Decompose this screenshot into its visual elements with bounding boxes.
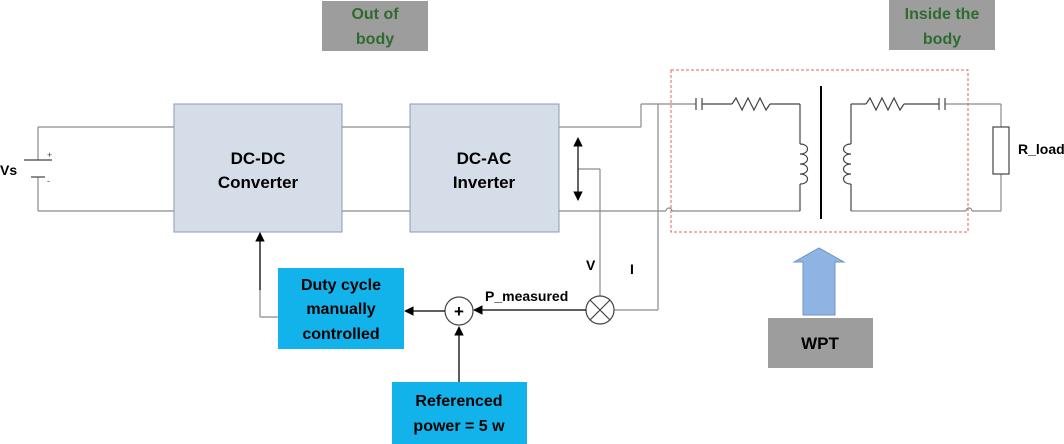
p-measured-label: P_measured (485, 288, 568, 304)
implant-region-boundary (670, 69, 969, 233)
i-label: I (630, 261, 634, 277)
ref-line1: Referenced (415, 393, 502, 410)
battery-plus-sign: + (47, 150, 52, 160)
duty-cycle-block: Duty cycle manually controlled (278, 268, 404, 349)
secondary-rc (842, 96, 946, 211)
dcdc-converter-block: DC-DC Converter (173, 103, 343, 233)
primary-rc (695, 96, 809, 211)
dcac-line1: DC-AC (457, 149, 512, 168)
wpt-label: WPT (801, 334, 839, 353)
battery-minus-sign: - (47, 176, 50, 186)
ref-line2: power = 5 w (413, 418, 505, 435)
summing-junction: + (444, 296, 474, 326)
wpt-block: WPT (768, 318, 873, 368)
wpt-arrow-icon (792, 247, 846, 316)
dcac-line2: Inverter (453, 173, 516, 192)
duty-line1: Duty cycle (301, 277, 381, 294)
plus-sign: + (454, 302, 464, 321)
r-load-label: R_load (1018, 141, 1064, 157)
v-label: V (586, 257, 596, 273)
duty-line3: controlled (302, 326, 379, 343)
multiplier-symbol (585, 295, 615, 325)
duty-line2: manually (306, 301, 375, 318)
inside-body-line2: body (923, 31, 961, 48)
out-of-body-label: Out of body (322, 1, 428, 51)
vs-label: Vs (0, 162, 17, 178)
load-resistor (992, 126, 1010, 175)
dcac-inverter-block: DC-AC Inverter (409, 103, 560, 233)
dcdc-line1: DC-DC (231, 149, 286, 168)
inside-body-label: Inside the body (889, 0, 995, 50)
out-of-body-line1: Out of (351, 6, 399, 23)
dcdc-line2: Converter (218, 173, 299, 192)
battery-source: + - (24, 150, 52, 186)
referenced-power-block: Referenced power = 5 w (392, 382, 527, 444)
out-of-body-line2: body (356, 31, 394, 48)
inside-body-line1: Inside the (905, 6, 980, 23)
